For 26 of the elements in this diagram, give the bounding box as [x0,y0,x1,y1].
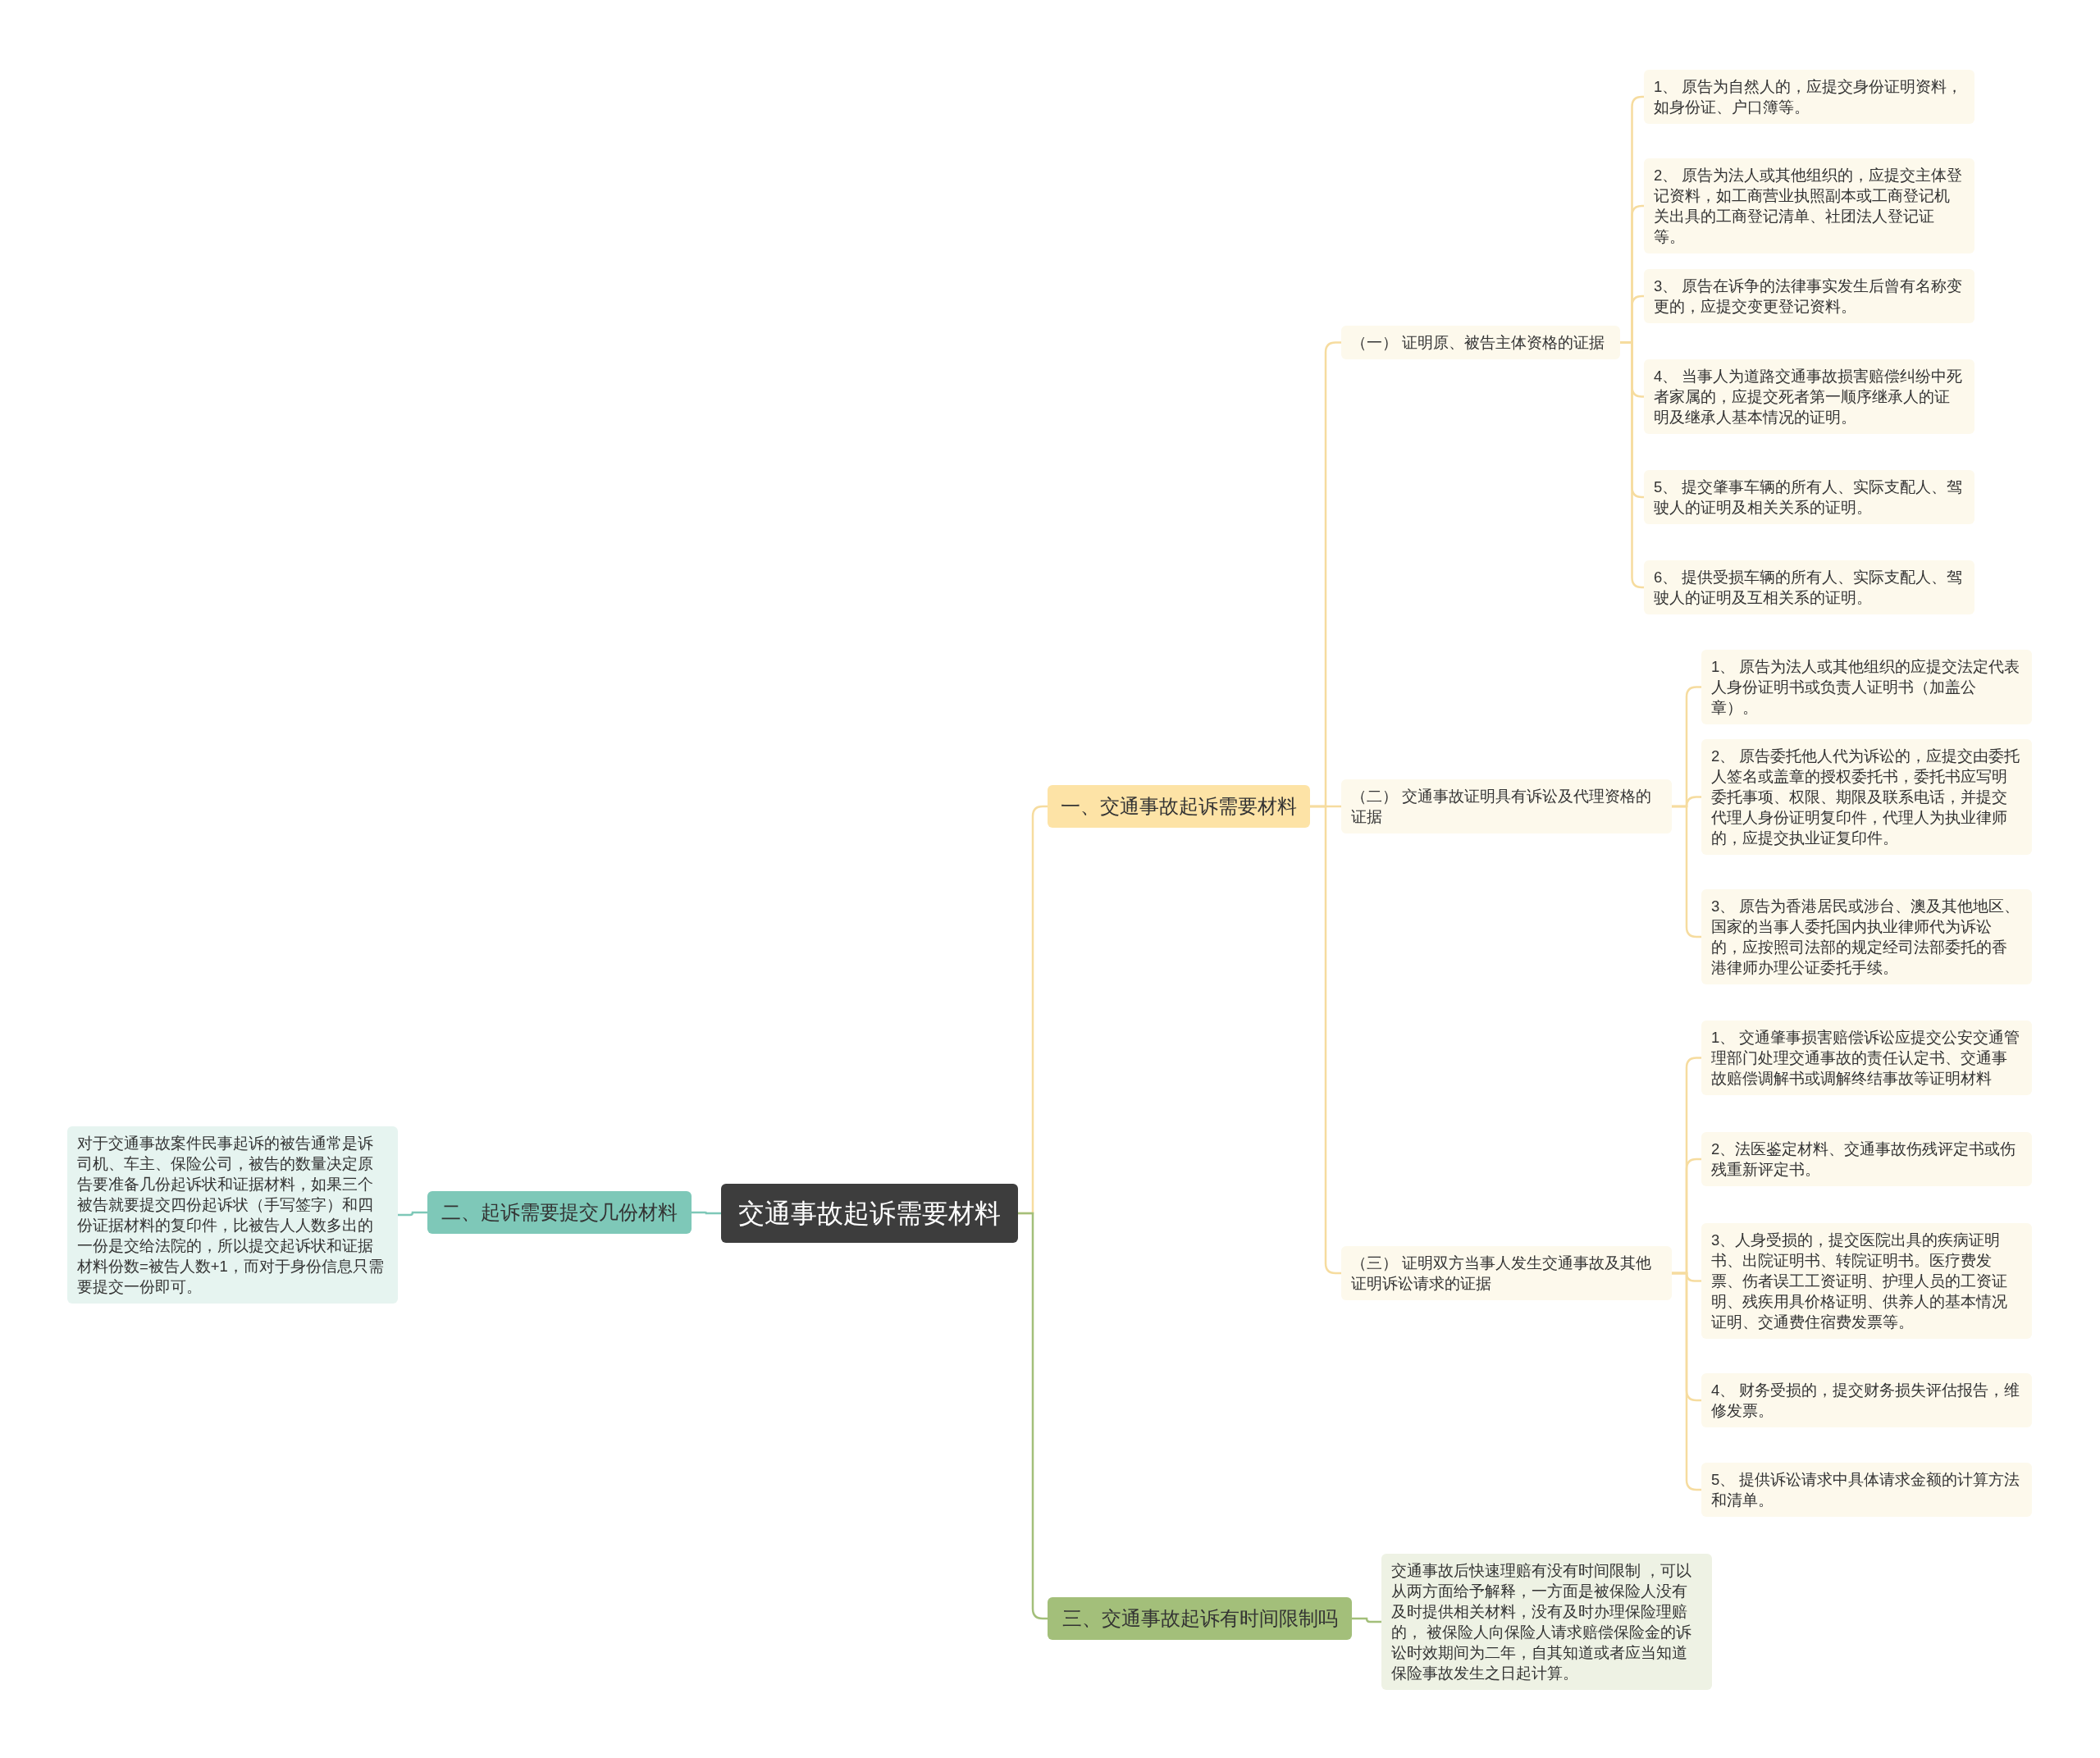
note-box: 3、 原告在诉争的法律事实发生后曾有名称变更的，应提交变更登记资料。 [1644,269,1974,323]
note-box: 对于交通事故案件民事起诉的被告通常是诉司机、车主、保险公司，被告的数量决定原告要准备几份起诉状和证据材料，如果三个被告就要提交四份起诉状（手写签字）和四份证据材料的复印件，比被告人人数多出的一份是交给法院的，所以提交起诉状和证据材料份数=被告人数+1，而对于身份信息只需要提交一份即可。 [67,1126,398,1304]
note-box: 交通事故后快速理赔有没有时间限制 ，可以从两方面给予解释，一方面是被保险人没有及时提供相关材料，没有及时办理保险理赔的， 被保险人向保险人请求赔偿保险金的诉讼时效期间为二年，自其知道或者应当知道保险事故发生之日起计算。 [1381,1554,1712,1690]
branch-topic: 一、交通事故起诉需要材料 [1048,785,1310,828]
subtopic-box: （二） 交通事故证明具有诉讼及代理资格的证据 [1341,779,1672,833]
central-topic: 交通事故起诉需要材料 [721,1184,1018,1243]
note-box: 5、 提供诉讼请求中具体请求金额的计算方法和清单。 [1701,1463,2032,1517]
connector-line [398,1211,427,1217]
note-box: 1、 原告为自然人的，应提交身份证明资料，如身份证、户口簿等。 [1644,70,1974,124]
note-box: 2、 原告委托他人代为诉讼的，应提交由委托人签名或盖章的授权委托书，委托书应写明委托事项、权限、期限及联系电话，并提交代理人身份证明复印件，代理人为执业律师的，应提交执业证复印件。 [1701,739,2032,855]
subtopic-box: （三） 证明双方当事人发生交通事故及其他证明诉讼请求的证据 [1341,1246,1672,1300]
note-box: 1、 原告为法人或其他组织的应提交法定代表人身份证明书或负责人证明书（加盖公章）。 [1701,650,2032,724]
note-box: 2、法医鉴定材料、交通事故伤残评定书或伤残重新评定书。 [1701,1132,2032,1186]
note-box: 2、 原告为法人或其他组织的，应提交主体登记资料，如工商营业执照副本或工商登记机关出具的工商登记清单、社团法人登记证等。 [1644,158,1974,253]
branch-topic: 三、交通事故起诉有时间限制吗 [1048,1597,1352,1640]
connector-line [692,1211,721,1215]
connector-line [1352,1617,1381,1623]
note-box: 5、 提交肇事车辆的所有人、实际支配人、驾驶人的证明及相关关系的证明。 [1644,470,1974,524]
note-box: 4、 当事人为道路交通事故损害赔偿纠纷中死者家属的，应提交死者第一顺序继承人的证明及继承人基本情况的证明。 [1644,359,1974,434]
note-box: 1、 交通肇事损害赔偿诉讼应提交公安交通管理部门处理交通事故的责任认定书、交通事故赔偿调解书或调解终结事故等证明材料 [1701,1021,2032,1095]
note-box: 6、 提供受损车辆的所有人、实际支配人、驾驶人的证明及互相关系的证明。 [1644,560,1974,614]
note-box: 3、人身受损的，提交医院出具的疾病证明书、出院证明书、转院证明书。医疗费发票、伤者误工工资证明、护理人员的工资证明、残疾用具价格证明、供养人的基本情况证明、交通费住宿费发票等。 [1701,1223,2032,1339]
branch-topic: 二、起诉需要提交几份材料 [427,1191,692,1234]
subtopic-box: （一） 证明原、被告主体资格的证据 [1341,326,1620,359]
note-box: 3、 原告为香港居民或涉台、澳及其他地区、国家的当事人委托国内执业律师代为诉讼的，应按照司法部的规定经司法部委托的香港律师办理公证委托手续。 [1701,889,2032,984]
note-box: 4、 财务受损的，提交财务损失评估报告，维修发票。 [1701,1373,2032,1427]
